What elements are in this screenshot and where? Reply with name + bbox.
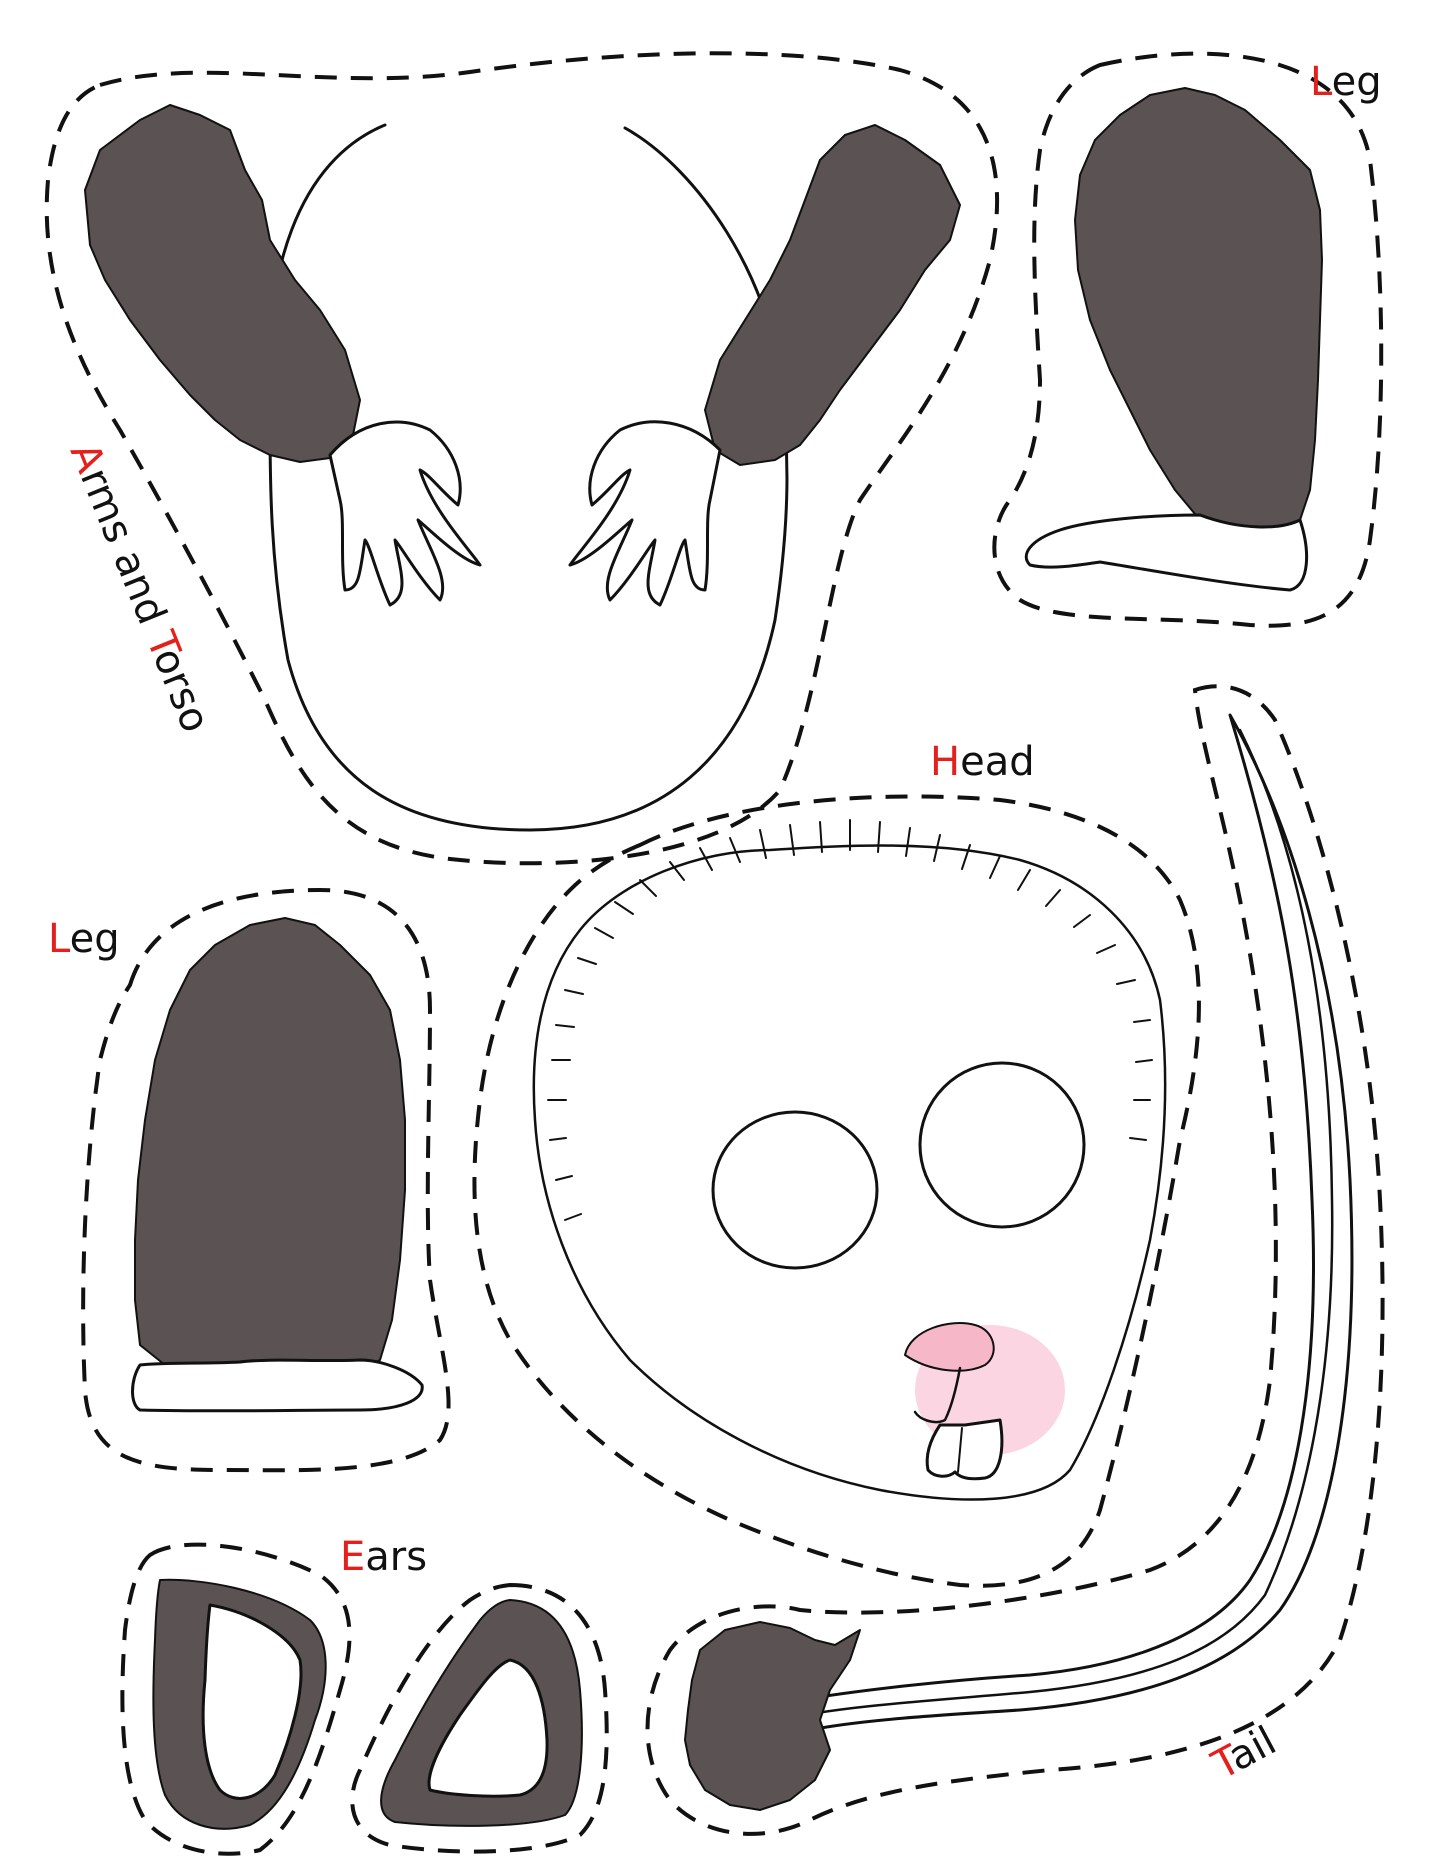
left-ear-cut-line [120,1542,352,1856]
right-arm-fur [704,124,961,466]
head-fur-strokes [547,819,1153,1221]
tail-cut-line [645,684,1385,1836]
leg-top-fur [1074,87,1323,533]
right-arm-hand [568,420,722,607]
arms-torso-cut-line [44,51,1000,866]
leg-top-label: Leg [1310,59,1382,105]
tail-piece: Tail [645,684,1385,1836]
leg-left-label: Leg [48,916,120,962]
left-eye [711,1110,879,1270]
leg-left-fur [134,917,406,1381]
arms-torso-piece: Arms and Torso [44,51,1000,866]
tail-label: Tail [1204,1718,1283,1789]
tail-tip-fur [684,1621,861,1811]
mouth-line [913,1366,962,1424]
right-eye [918,1061,1086,1229]
right-ear-inner [427,1658,549,1798]
leg-left-piece: Leg [48,887,451,1473]
head-cut-line [472,794,1201,1588]
leg-left-foot [131,1358,424,1413]
head-label: Head [930,739,1035,785]
ears-label: Ears [340,1534,427,1580]
tail-inner-line [803,728,1334,1717]
right-ear-cut-line [350,1582,609,1854]
leg-top-cut-line [992,51,1384,628]
head-piece: Head [472,739,1201,1588]
head-outline [532,844,1167,1501]
leg-left-cut-line [81,887,451,1473]
leg-top-foot [1024,513,1309,592]
teeth-divider [957,1427,963,1473]
ears-piece: Ears [120,1534,609,1856]
leg-top-piece: Leg [992,51,1384,628]
tail-body [798,713,1354,1732]
nose [904,1322,995,1372]
left-ear-inner [201,1603,303,1800]
teeth [925,1418,1004,1481]
left-arm-hand [328,420,482,607]
arms-torso-label: Arms and Torso [61,437,219,739]
left-arm-fur [84,104,361,463]
